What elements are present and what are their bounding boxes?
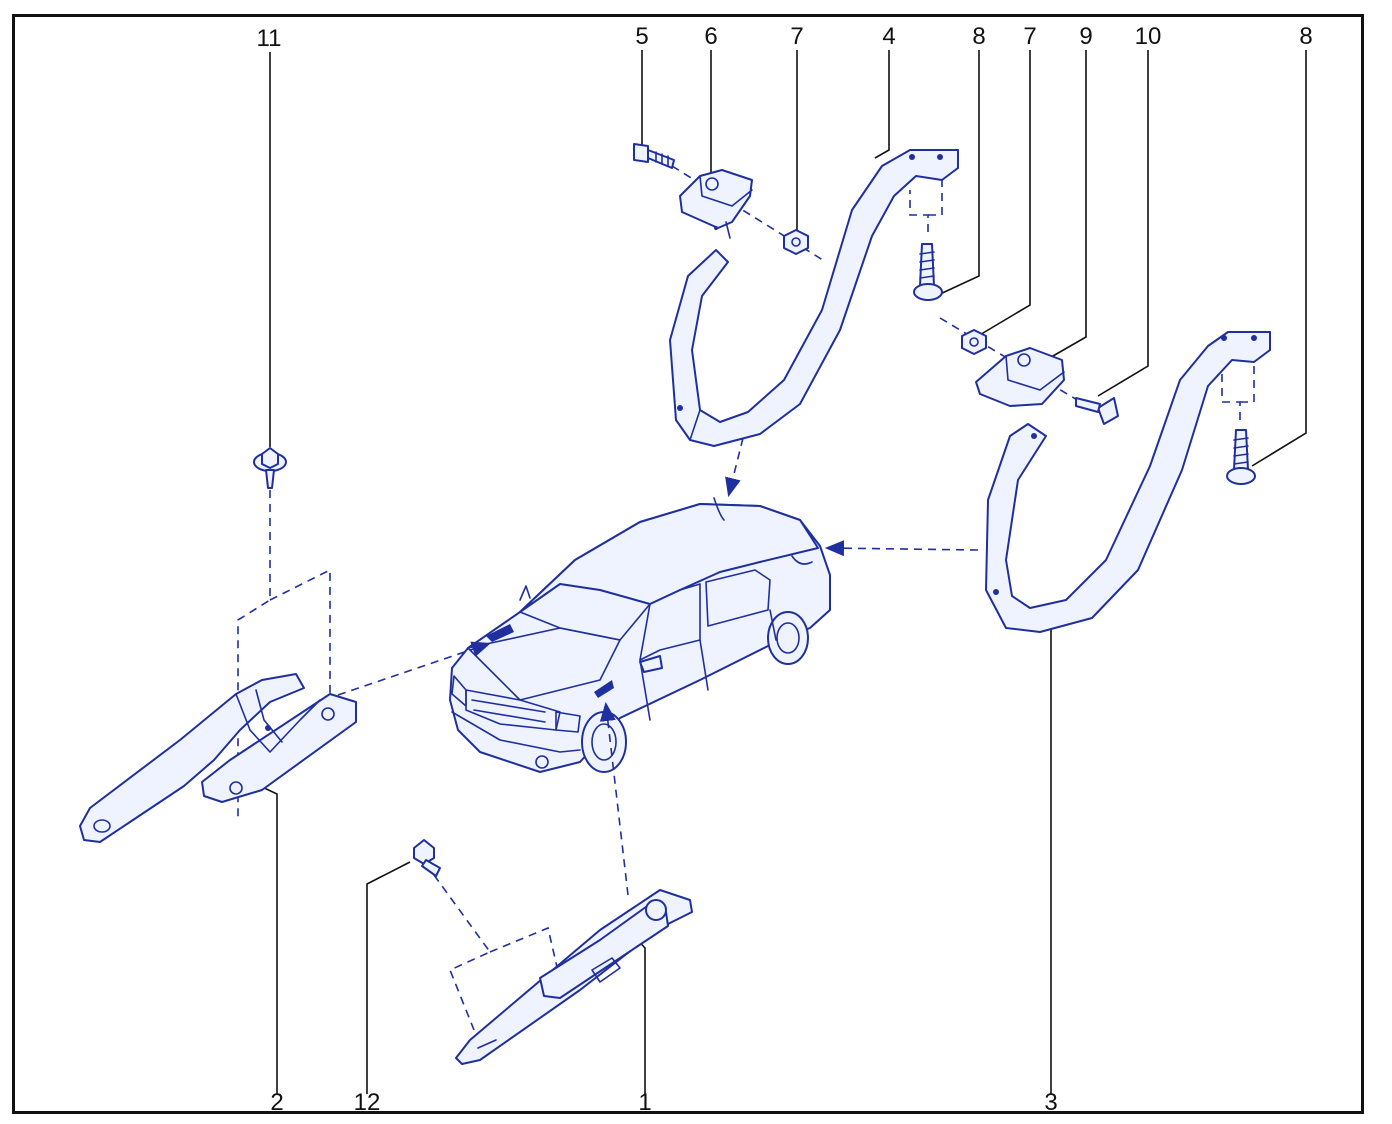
part-8-screw-right [1226,429,1256,485]
part-7-nut-upper [783,229,809,255]
leader-lines [259,50,1307,1094]
callout-4: 4 [882,23,895,50]
part-11-bolt [253,447,287,489]
part-12-bolt [413,839,441,877]
part-1-hood-hinge [455,889,693,1065]
callout-1: 1 [638,1089,651,1116]
callout-5: 5 [635,23,648,50]
callout-3: 3 [1044,1089,1057,1116]
part-7-nut-lower [961,329,987,355]
callout-8-right: 8 [1299,23,1312,50]
callout-9: 9 [1079,23,1092,50]
callout-11: 11 [257,25,282,52]
part-10-bolt [1075,397,1119,425]
part-2-hood-hinge [79,673,357,843]
part-9-hinge-bracket [975,347,1065,407]
part-5-bolt [633,143,675,169]
part-8-screw-left [913,243,943,301]
part-4-trunk-hinge-arm [669,149,959,447]
part-3-trunk-hinge-arm [985,331,1271,633]
callout-7-lower: 7 [1023,23,1036,50]
car-illustration [449,497,831,773]
callout-8-left: 8 [972,23,985,50]
callout-10: 10 [1135,23,1162,50]
callout-2: 2 [270,1089,283,1116]
callout-7-upper: 7 [790,23,803,50]
callout-6: 6 [704,23,717,50]
part-6-hinge-bracket [679,169,753,239]
